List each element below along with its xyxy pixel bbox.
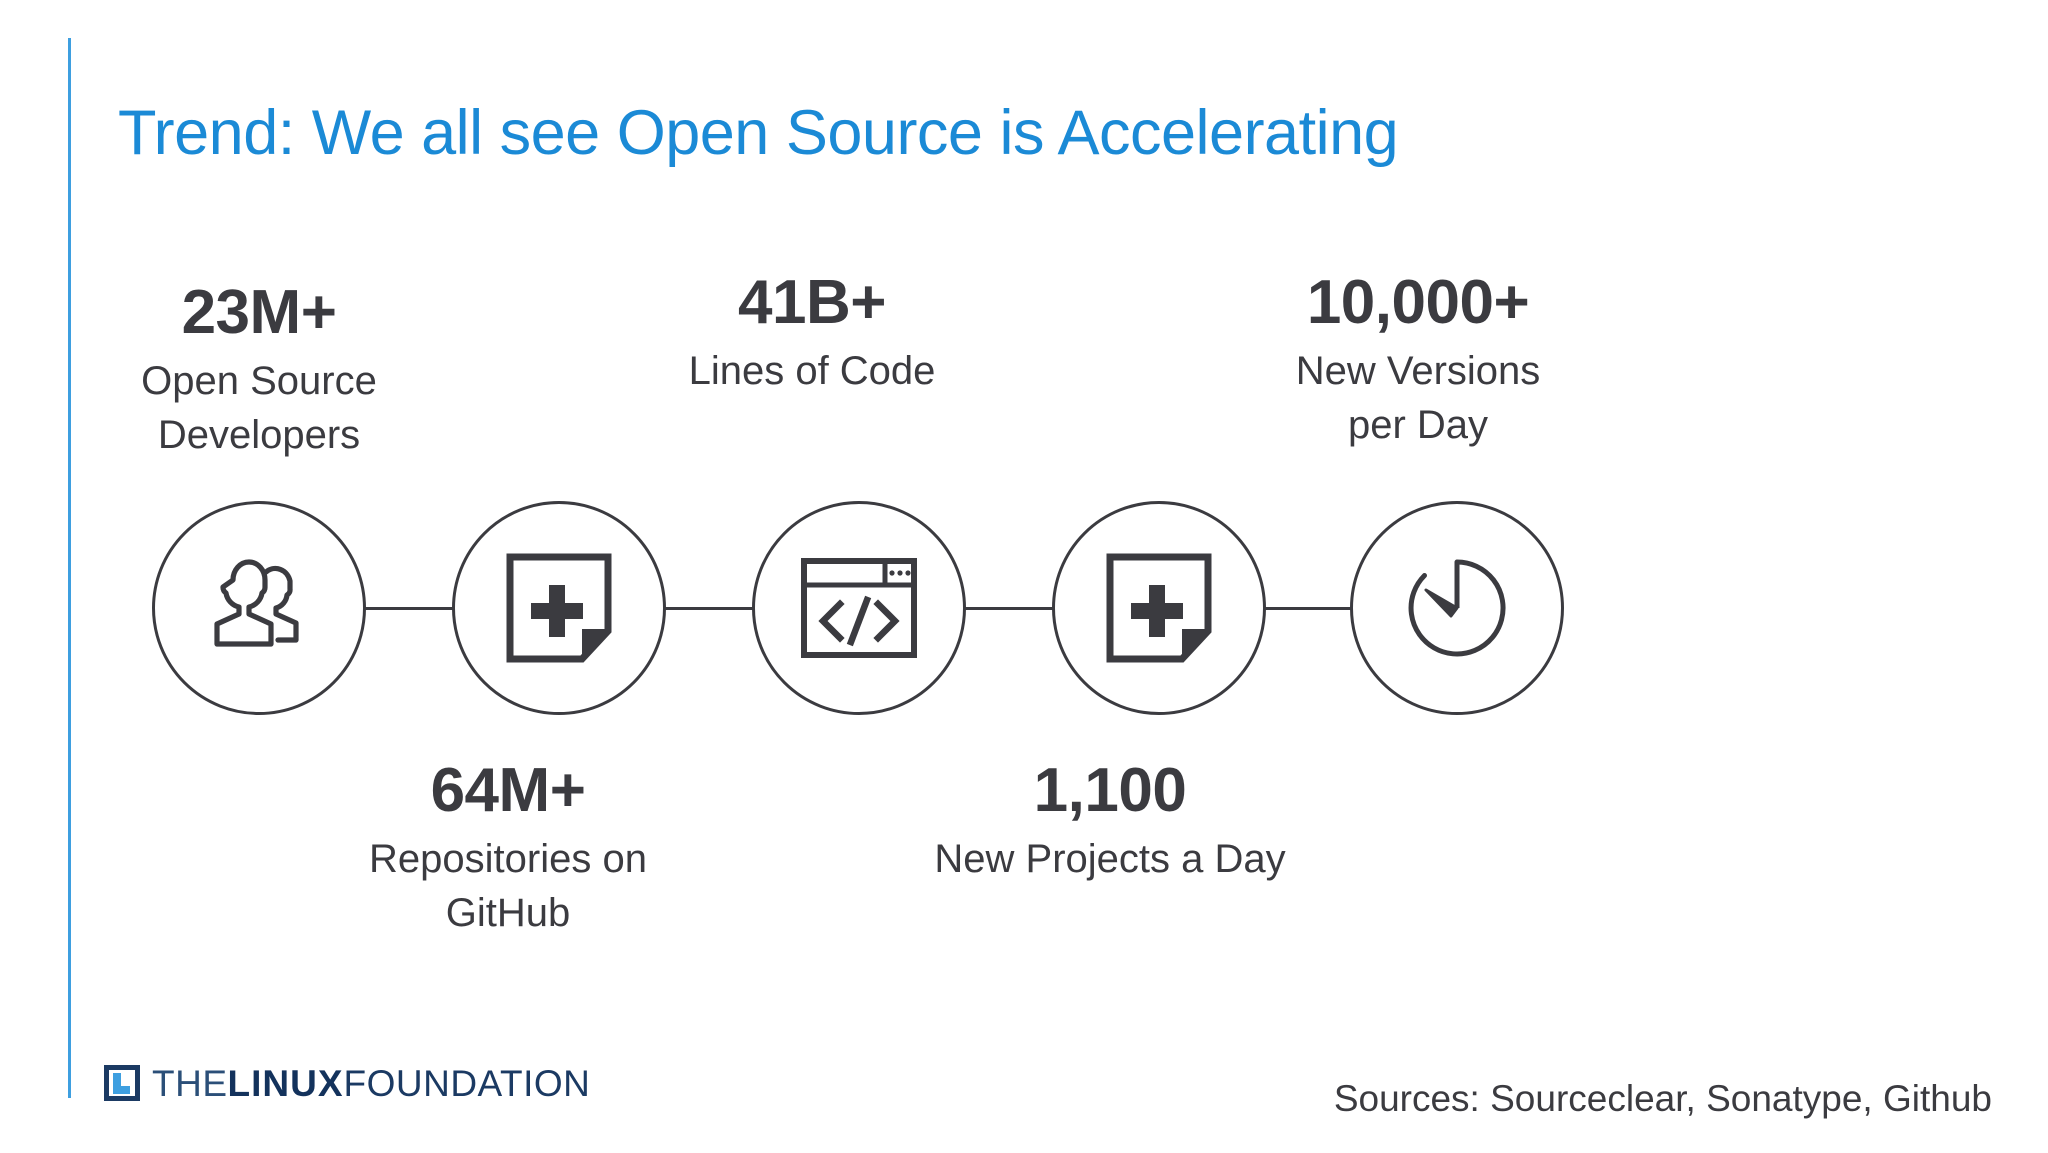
stat-new-projects-a-day: 1,100 New Projects a Day: [910, 760, 1310, 886]
stat-label-line1: New Versions: [1295, 349, 1541, 393]
logo-linux: LINUX: [227, 1062, 344, 1104]
left-accent-rule: [68, 38, 71, 1098]
stat-value: 23M+: [181, 278, 337, 347]
linux-foundation-logo: THELINUXFOUNDATION: [104, 1060, 590, 1106]
stat-open-source-developers: 23M+ Open Source Developers: [60, 282, 458, 462]
node-new-versions-per-day[interactable]: [1350, 501, 1564, 715]
sources-note: Sources: Sourceclear, Sonatype, Github: [1333, 1078, 1992, 1119]
connector-3-4: [908, 607, 1072, 610]
logo-foundation: FOUNDATION: [343, 1062, 591, 1104]
linux-foundation-mark-icon: [104, 1065, 140, 1101]
connector-4-5: [1206, 607, 1370, 610]
stat-label-line2: GitHub: [445, 891, 571, 935]
stat-label: Lines of Code: [614, 344, 1010, 398]
stopwatch-icon: [1408, 559, 1506, 657]
stat-value: 64M+: [430, 756, 586, 825]
node-repositories-on-github[interactable]: [452, 501, 666, 715]
people-icon: [214, 559, 299, 647]
linux-foundation-wordmark: THELINUXFOUNDATION: [152, 1065, 590, 1102]
connector-1-2: [316, 607, 474, 610]
stat-repositories-on-github: 64M+ Repositories on GitHub: [310, 760, 706, 940]
stat-label-line2: per Day: [1347, 403, 1489, 447]
page-title: Trend: We all see Open Source is Acceler…: [118, 98, 1399, 168]
stat-label-line2: Developers: [157, 413, 361, 457]
stat-label-line1: Lines of Code: [688, 349, 936, 393]
logo-the: THE: [152, 1062, 228, 1104]
stat-label: Open Source Developers: [60, 354, 458, 462]
code-window-icon: [801, 558, 917, 658]
new-document-icon: [506, 553, 612, 663]
stat-label-line1: Repositories on: [369, 837, 647, 881]
stat-label: Repositories on GitHub: [310, 832, 706, 940]
stat-value: 1,100: [1033, 756, 1187, 825]
stat-value: 41B+: [738, 268, 886, 337]
stat-label: New Versions per Day: [1218, 344, 1618, 452]
stat-label-line1: New Projects a Day: [934, 837, 1286, 881]
node-open-source-developers[interactable]: [152, 501, 366, 715]
stat-lines-of-code: 41B+ Lines of Code: [614, 272, 1010, 398]
stat-label: New Projects a Day: [910, 832, 1310, 886]
node-lines-of-code[interactable]: [752, 501, 966, 715]
stat-value: 10,000+: [1306, 268, 1530, 337]
node-new-projects-a-day[interactable]: [1052, 501, 1266, 715]
connector-2-3: [608, 607, 774, 610]
stat-label-line1: Open Source: [141, 359, 377, 403]
new-document-icon: [1106, 553, 1212, 663]
stat-new-versions-per-day: 10,000+ New Versions per Day: [1218, 272, 1618, 452]
